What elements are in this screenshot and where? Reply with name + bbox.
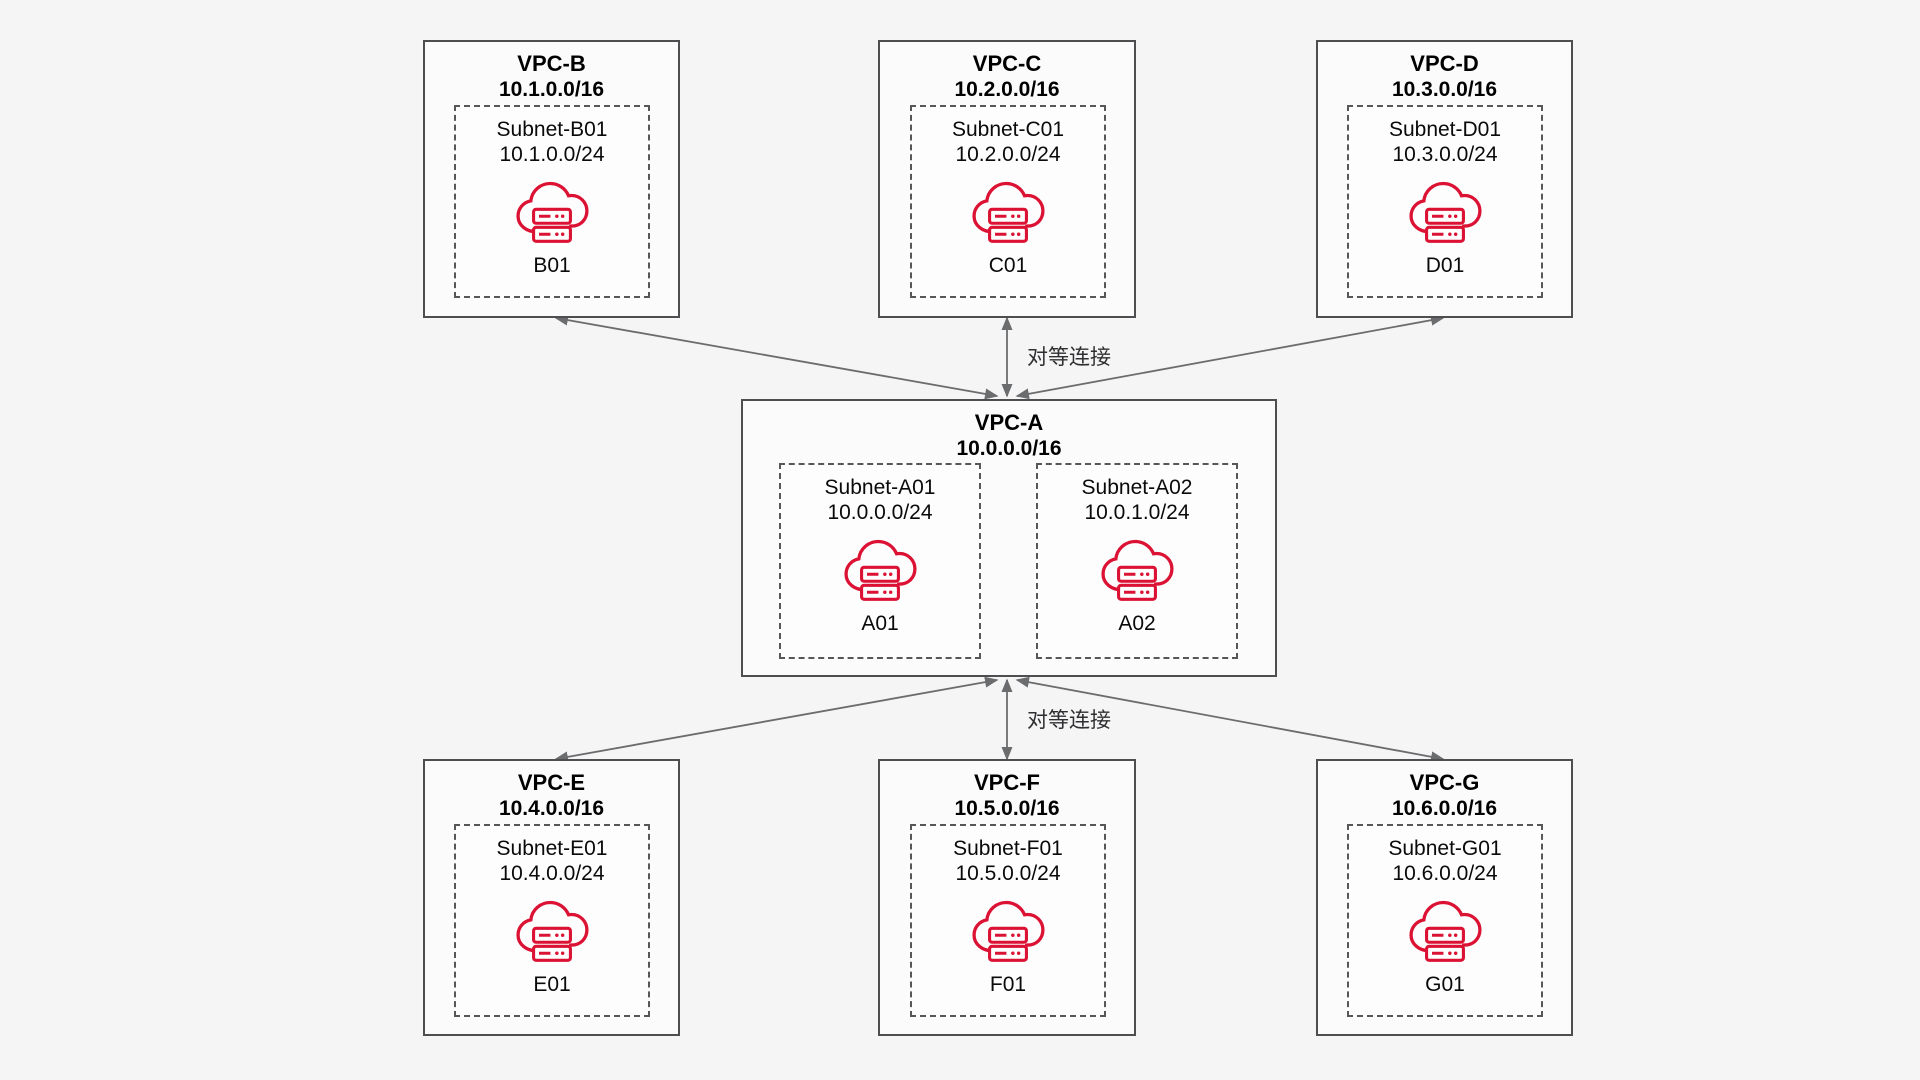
subnet-cidr: 10.4.0.0/24 [499, 862, 605, 885]
cloud-server-icon [1100, 538, 1174, 602]
vpc-box-d: VPC-D 10.3.0.0/16 Subnet-D01 10.3.0.0/24… [1316, 40, 1573, 318]
subnet-name: Subnet-B01 [496, 118, 608, 141]
subnet-cidr: 10.2.0.0/24 [955, 143, 1061, 166]
vpc-name: VPC-B [517, 51, 586, 76]
vpc-name: VPC-A [974, 410, 1044, 435]
vpc-cidr: 10.1.0.0/16 [498, 78, 605, 101]
instance-label: G01 [1425, 973, 1465, 996]
instance-label: A02 [1118, 612, 1156, 635]
subnet-box-d01: Subnet-D01 10.3.0.0/24 D01 [1347, 105, 1543, 298]
cloud-server-icon [971, 180, 1045, 244]
vpc-name: VPC-E [517, 770, 586, 795]
subnet-cidr: 10.0.1.0/24 [1084, 501, 1190, 524]
vpc-box-e: VPC-E 10.4.0.0/16 Subnet-E01 10.4.0.0/24… [423, 759, 680, 1036]
vpc-cidr: 10.5.0.0/16 [954, 797, 1060, 820]
vpc-cidr: 10.4.0.0/16 [498, 797, 605, 820]
vpc-name: VPC-F [974, 770, 1040, 795]
subnet-box-c01: Subnet-C01 10.2.0.0/24 C01 [910, 105, 1106, 298]
subnet-name: Subnet-E01 [496, 837, 608, 860]
vpc-name: VPC-C [972, 51, 1042, 76]
subnet-box-b01: Subnet-B01 10.1.0.0/24 B01 [454, 105, 650, 298]
cloud-server-icon [515, 180, 589, 244]
cloud-server-icon [843, 538, 917, 602]
subnet-name: Subnet-A01 [824, 476, 936, 499]
subnet-cidr: 10.1.0.0/24 [499, 143, 605, 166]
vpc-box-a: VPC-A 10.0.0.0/16 Subnet-A01 10.0.0.0/24… [741, 399, 1277, 677]
subnet-box-a02: Subnet-A02 10.0.1.0/24 A02 [1036, 463, 1238, 659]
subnet-box-a01: Subnet-A01 10.0.0.0/24 A01 [779, 463, 981, 659]
subnet-name: Subnet-C01 [951, 118, 1065, 141]
vpc-box-b: VPC-B 10.1.0.0/16 Subnet-B01 10.1.0.0/24… [423, 40, 680, 318]
instance-label: A01 [861, 612, 899, 635]
subnet-name: Subnet-A02 [1081, 476, 1193, 499]
vpc-cidr: 10.3.0.0/16 [1391, 78, 1498, 101]
vpc-name: VPC-G [1409, 770, 1480, 795]
cloud-server-icon [515, 899, 589, 963]
subnet-cidr: 10.6.0.0/24 [1392, 862, 1498, 885]
vpc-box-c: VPC-C 10.2.0.0/16 Subnet-C01 10.2.0.0/24… [878, 40, 1136, 318]
cloud-server-icon [971, 899, 1045, 963]
subnet-cidr: 10.3.0.0/24 [1392, 143, 1498, 166]
vpc-box-f: VPC-F 10.5.0.0/16 Subnet-F01 10.5.0.0/24… [878, 759, 1136, 1036]
peering-label-bottom: 对等连接 [1027, 709, 1111, 732]
vpc-name: VPC-D [1410, 51, 1479, 76]
subnet-name: Subnet-F01 [953, 837, 1063, 860]
cloud-server-icon [1408, 180, 1482, 244]
subnet-box-g01: Subnet-G01 10.6.0.0/24 G01 [1347, 824, 1543, 1017]
subnet-cidr: 10.5.0.0/24 [955, 862, 1061, 885]
subnet-box-e01: Subnet-E01 10.4.0.0/24 E01 [454, 824, 650, 1017]
instance-label: B01 [533, 254, 571, 277]
vpc-cidr: 10.6.0.0/16 [1391, 797, 1498, 820]
peering-label-top: 对等连接 [1027, 346, 1111, 369]
instance-label: C01 [988, 254, 1028, 277]
connector-a-e [554, 676, 999, 763]
subnet-box-f01: Subnet-F01 10.5.0.0/24 F01 [910, 824, 1106, 1017]
vpc-box-g: VPC-G 10.6.0.0/16 Subnet-G01 10.6.0.0/24… [1316, 759, 1573, 1036]
cloud-server-icon [1408, 899, 1482, 963]
subnet-cidr: 10.0.0.0/24 [827, 501, 933, 524]
instance-label: D01 [1425, 254, 1465, 277]
instance-label: F01 [989, 973, 1027, 996]
subnet-name: Subnet-D01 [1388, 118, 1502, 141]
instance-label: E01 [533, 973, 571, 996]
subnet-name: Subnet-G01 [1388, 837, 1502, 860]
vpc-cidr: 10.0.0.0/16 [956, 437, 1062, 460]
connector-a-b [554, 314, 999, 400]
vpc-cidr: 10.2.0.0/16 [954, 78, 1060, 101]
